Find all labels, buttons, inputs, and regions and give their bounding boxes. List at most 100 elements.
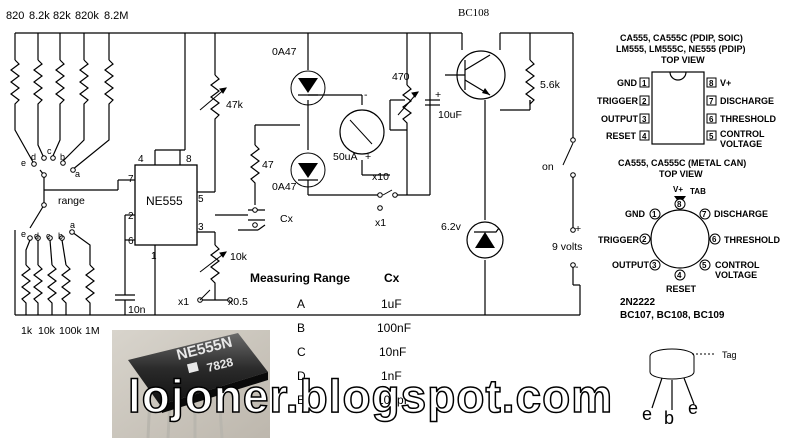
svg-text:-: - bbox=[575, 261, 579, 273]
resistor-100k bbox=[47, 264, 57, 305]
svg-text:BC107, BC108, BC109: BC107, BC108, BC109 bbox=[620, 310, 725, 321]
svg-text:47: 47 bbox=[262, 159, 274, 171]
resistor-label-8.2M: 8.2M bbox=[104, 10, 128, 22]
svg-text:3: 3 bbox=[642, 115, 647, 124]
svg-text:6: 6 bbox=[712, 235, 717, 244]
svg-text:c: c bbox=[46, 231, 51, 241]
range-row-d-range: D bbox=[297, 369, 306, 383]
resistor-82k bbox=[55, 59, 65, 110]
resistor-8.2k bbox=[33, 59, 43, 110]
ne555-photo: NE555N 7828 bbox=[112, 330, 270, 438]
svg-text:b: b bbox=[58, 231, 63, 241]
svg-text:Tag: Tag bbox=[722, 350, 737, 360]
svg-text:VOLTAGE: VOLTAGE bbox=[720, 139, 762, 149]
svg-text:1k: 1k bbox=[21, 325, 33, 337]
svg-text:10k: 10k bbox=[230, 251, 248, 263]
watermark: lojoner.blogspot.com bbox=[128, 370, 613, 422]
svg-text:TRIGGER: TRIGGER bbox=[598, 235, 640, 245]
svg-text:8: 8 bbox=[677, 200, 682, 209]
resistor-47k bbox=[210, 74, 220, 125]
svg-text:b: b bbox=[664, 408, 674, 428]
svg-text:5: 5 bbox=[709, 132, 714, 141]
svg-text:6.2v: 6.2v bbox=[441, 221, 462, 233]
x10-switch-lever bbox=[382, 189, 393, 196]
svg-text:d: d bbox=[34, 231, 39, 241]
range-row-e-cx: 100pF bbox=[377, 393, 411, 407]
svg-text:8: 8 bbox=[709, 79, 714, 88]
photo-chip-text-2: 7828 bbox=[205, 355, 235, 375]
svg-text:1: 1 bbox=[652, 210, 657, 219]
pot-wipers bbox=[199, 87, 419, 273]
svg-text:5: 5 bbox=[702, 261, 707, 270]
transistor-bc108 bbox=[445, 50, 506, 100]
svg-text:10n: 10n bbox=[128, 304, 146, 316]
meter-50uA bbox=[339, 109, 385, 155]
resistor-label-82k: 82k bbox=[53, 10, 71, 22]
svg-text:a: a bbox=[75, 169, 80, 179]
svg-text:V+: V+ bbox=[720, 78, 731, 88]
svg-text:6: 6 bbox=[709, 115, 714, 124]
svg-text:RESET: RESET bbox=[606, 131, 637, 141]
svg-text:0A47: 0A47 bbox=[272, 46, 297, 58]
svg-text:on: on bbox=[542, 161, 554, 173]
svg-text:THRESHOLD: THRESHOLD bbox=[724, 235, 781, 245]
svg-text:10k: 10k bbox=[38, 325, 56, 337]
svg-text:DISCHARGE: DISCHARGE bbox=[714, 209, 768, 219]
svg-text:THRESHOLD: THRESHOLD bbox=[720, 114, 777, 124]
svg-text:0A47: 0A47 bbox=[272, 181, 297, 193]
svg-text:3: 3 bbox=[198, 222, 204, 233]
svg-text:OUTPUT: OUTPUT bbox=[601, 114, 639, 124]
svg-text:+: + bbox=[575, 223, 581, 235]
svg-text:a: a bbox=[70, 220, 75, 230]
svg-text:TOP VIEW: TOP VIEW bbox=[661, 55, 705, 65]
svg-text:TRIGGER: TRIGGER bbox=[597, 96, 639, 106]
svg-text:CA555, CA555C (PDIP, SOIC): CA555, CA555C (PDIP, SOIC) bbox=[620, 33, 743, 43]
svg-text:e: e bbox=[688, 398, 698, 418]
svg-text:7: 7 bbox=[709, 97, 714, 106]
ne555-ic: NE555 1 2 3 4 5 6 7 8 bbox=[128, 154, 204, 262]
diodes bbox=[290, 70, 326, 188]
svg-text:range: range bbox=[58, 195, 85, 207]
svg-text:3: 3 bbox=[652, 261, 657, 270]
range-table: Measuring Range Cx A 1uF B 100nF C 10nF … bbox=[250, 271, 411, 407]
svg-text:CONTROL: CONTROL bbox=[715, 260, 760, 270]
svg-text:GND: GND bbox=[617, 78, 638, 88]
svg-text:e: e bbox=[21, 158, 26, 168]
zener-diode bbox=[466, 221, 504, 259]
top-resistor-labels: 820 8.2k 82k 820k 8.2M bbox=[6, 10, 128, 22]
circuit-wires bbox=[14, 32, 581, 316]
svg-text:2: 2 bbox=[128, 211, 134, 222]
svg-text:x0.5: x0.5 bbox=[228, 296, 248, 308]
ic-name: NE555 bbox=[146, 194, 183, 208]
range-row-a-cx: 1uF bbox=[381, 297, 402, 311]
resistor-1k bbox=[21, 264, 31, 305]
range-row-c-range: C bbox=[297, 345, 306, 359]
svg-text:4: 4 bbox=[642, 132, 647, 141]
power-switch-lever bbox=[562, 142, 574, 166]
range-row-b-cx: 100nF bbox=[377, 321, 411, 335]
resistor-5.6k bbox=[525, 59, 535, 106]
resistor-47 bbox=[250, 144, 260, 185]
svg-text:x1: x1 bbox=[178, 296, 189, 308]
svg-text:8: 8 bbox=[186, 154, 192, 165]
resistor-label-820k: 820k bbox=[75, 10, 99, 22]
x1-switch-lever bbox=[199, 289, 211, 301]
resistor-1M bbox=[61, 264, 71, 305]
svg-text:1: 1 bbox=[642, 79, 647, 88]
range-row-a-range: A bbox=[297, 297, 305, 311]
range-row-b-range: B bbox=[297, 321, 305, 335]
resistor-label-8.2k: 8.2k bbox=[29, 10, 50, 22]
resistor-820 bbox=[10, 59, 20, 110]
svg-text:OUTPUT: OUTPUT bbox=[612, 260, 650, 270]
resistor-470 bbox=[402, 84, 412, 125]
range-table-header-cx: Cx bbox=[384, 271, 400, 285]
component-labels: 0A47 0A47 47k 47 470 5.6k 10uF 50uA + - … bbox=[21, 46, 582, 337]
svg-text:4: 4 bbox=[138, 154, 144, 165]
svg-text:TOP VIEW: TOP VIEW bbox=[659, 169, 703, 179]
svg-text:RESET: RESET bbox=[666, 284, 697, 294]
svg-text:470: 470 bbox=[392, 71, 410, 83]
range-table-header-range: Measuring Range bbox=[250, 271, 350, 285]
svg-text:e: e bbox=[642, 404, 652, 424]
resistor-820k bbox=[79, 59, 89, 110]
svg-text:VOLTAGE: VOLTAGE bbox=[715, 270, 757, 280]
